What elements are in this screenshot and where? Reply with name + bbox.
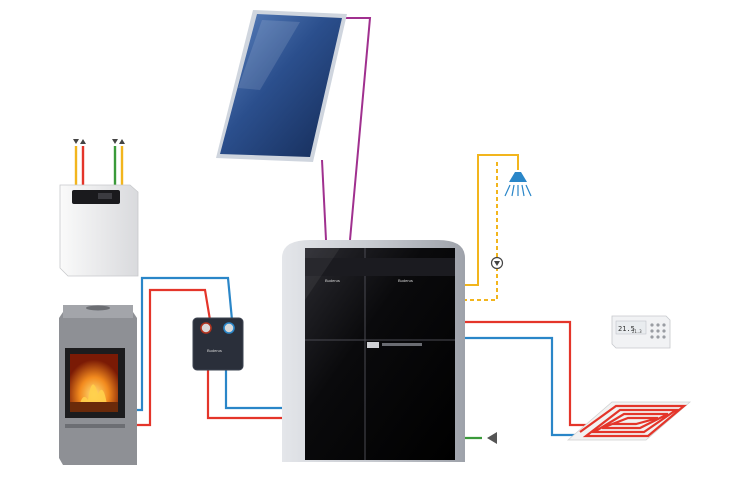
underfloor-heating-icon — [566, 401, 692, 441]
heat-pump-ventilation-icon — [59, 139, 139, 277]
tank-brand-label-right: Buderus — [398, 278, 413, 283]
solar-loop-pipes — [321, 17, 372, 241]
room-thermostat-icon: 21.5 21.3 — [611, 315, 671, 349]
tank-brand-label-left: Buderus — [325, 278, 340, 283]
storage-tank-icon: Buderus Buderus — [282, 240, 465, 462]
circulation-pump-icon — [490, 256, 504, 270]
domestic-hot-water-pipe — [463, 154, 519, 301]
underfloor-return-pipe — [463, 336, 580, 437]
thermostat-display-reading-2: 21.3 — [632, 329, 642, 334]
thermostat-display-reading: 21.5 — [618, 325, 635, 333]
gas-inlet-arrow-icon — [487, 432, 497, 444]
shower-head-icon — [504, 172, 532, 197]
pump-station-icon: Buderus — [192, 317, 244, 371]
solar-collector-icon — [216, 10, 347, 162]
stove-cold-return-pipe — [137, 276, 282, 412]
underfloor-flow-pipe — [463, 320, 590, 427]
wood-stove-icon — [59, 305, 137, 465]
pump-station-brand-label: Buderus — [207, 348, 222, 353]
stove-hot-flow-pipe — [137, 288, 282, 427]
